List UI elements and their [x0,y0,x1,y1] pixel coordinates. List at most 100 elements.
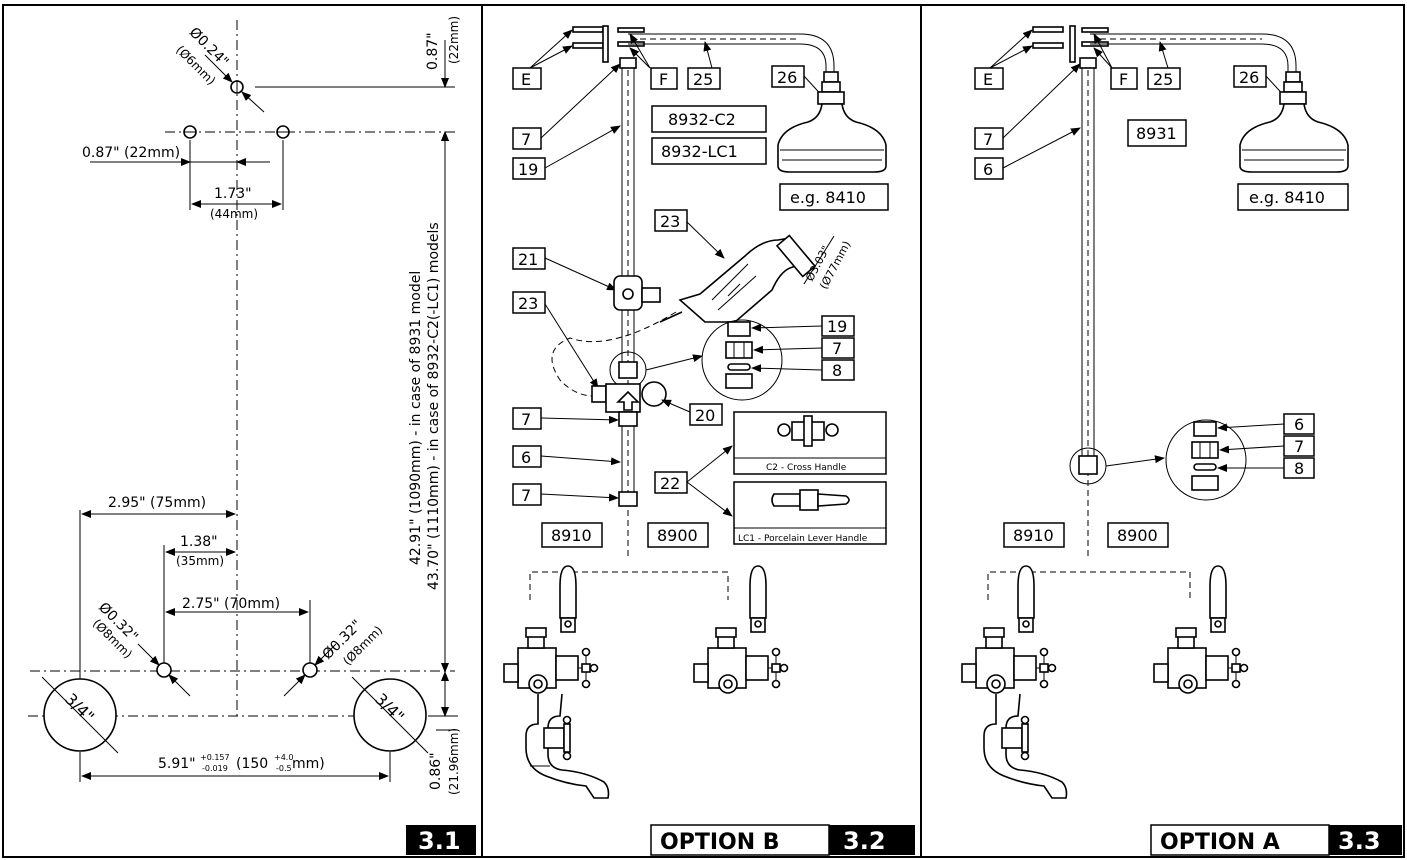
svg-text:8: 8 [832,361,842,380]
valve-8910 [961,565,1068,799]
svg-text:6: 6 [1294,415,1304,434]
svg-text:23: 23 [518,294,538,313]
svg-text:7: 7 [1294,437,1304,456]
wall-screws [1032,25,1109,63]
label-19 [512,157,546,180]
label-6 [974,157,1004,180]
shower-head-example [1237,183,1349,211]
dim-bottom-offset-mm: (21.96mm) [447,728,461,795]
dim-horiz-left: 0.87" (22mm) [82,145,180,161]
hose [551,311,677,397]
badge-option-a [1150,824,1330,856]
label-23-top [654,209,688,232]
svg-text:7: 7 [521,486,531,505]
svg-text:OPTION A: OPTION A [1160,830,1280,855]
valve-label-8910 [541,522,603,548]
diverter-knob [641,381,667,407]
badge-option-b [650,824,830,856]
valve-8900 [693,565,789,694]
svg-text:20: 20 [695,406,715,425]
svg-text:6: 6 [983,160,993,179]
svg-text:19: 19 [518,160,538,179]
panel-3-3: E F 25 26 e.g. 8410 8931 7 6 [961,25,1402,856]
dim-bottom-offset: 0.86" [428,752,444,790]
svg-text:8910: 8910 [551,526,592,545]
detail-circle [1165,419,1247,501]
badge-3-1-text: 3.1 [418,827,461,855]
detail-label-6 [1283,413,1315,435]
shower-head-example [779,183,889,211]
handle-c2-label: C2 - Cross Handle [766,463,847,473]
svg-text:E: E [983,70,993,89]
svg-text:26: 26 [1239,68,1259,87]
dim-half-inner-mm: (35mm) [176,554,224,568]
model-8932-c2 [651,105,767,133]
dim-half-outer: 2.95" (75mm) [108,495,206,511]
svg-text:25: 25 [693,70,713,89]
svg-text:8931: 8931 [1136,124,1177,143]
shower-head [777,103,887,173]
mid-hole-left [156,662,172,678]
panel-3-2: E F 25 26 8932-C2 8932-LC1 e.g. 8410 [503,25,915,856]
mid-hole-right [302,662,318,678]
detail-circle [701,319,783,401]
shower-head [1239,103,1349,173]
svg-text:23: 23 [660,212,680,231]
svg-text:e.g. 8410: e.g. 8410 [790,188,866,207]
svg-text:8932-LC1: 8932-LC1 [661,142,738,161]
label-F [650,67,678,90]
svg-text:3.3: 3.3 [1338,827,1381,855]
svg-text:8932-C2: 8932-C2 [668,110,736,129]
badge-3-2 [829,825,915,855]
svg-text:F: F [659,70,668,89]
dim-bottom-mm-a: (150 [236,756,268,772]
svg-text:26: 26 [777,68,797,87]
svg-text:6: 6 [521,448,531,467]
svg-text:8900: 8900 [1117,526,1158,545]
dim-top-offset: 0.87" [425,32,441,70]
dim-spacing-mid: 2.75" (70mm) [182,596,280,612]
panel-3-1: Ø0.24" (Ø6mm) 0.87" (22mm) 0.87" (22mm) … [28,16,476,855]
svg-text:25: 25 [1153,70,1173,89]
dim-bottom-tol-up: +0.157 [200,753,230,762]
valve-8910 [503,565,610,799]
riser-top-nut [619,57,637,69]
dim-spacing-top: 1.73" [214,186,252,202]
svg-text:e.g. 8410: e.g. 8410 [1249,188,1325,207]
svg-text:7: 7 [983,130,993,149]
badge-3-1 [406,825,476,855]
svg-text:7: 7 [521,410,531,429]
valve-label-8900 [647,522,709,548]
dim-bottom-tol-dn: -0.019 [202,764,228,773]
label-25 [687,67,721,90]
label-23-bottom [512,291,546,314]
detail-label-19 [821,315,855,337]
shower-arm [628,33,835,72]
svg-text:3.2: 3.2 [843,827,886,855]
model-8932-lc1 [651,137,767,165]
svg-text:7: 7 [521,130,531,149]
drawing-frame [2,4,1405,858]
model-8931 [1127,119,1187,147]
dim-vertical-8931: 42.91" (1090mm) - in case of 8931 model [408,271,424,565]
valve-8900 [1153,565,1249,694]
svg-text:8: 8 [1294,459,1304,478]
label-E [512,67,542,90]
dim-vertical-8932: 43.70" (1110mm) - in case of 8932-C2(-LC… [426,222,442,590]
svg-text:19: 19 [827,317,847,336]
label-7 [974,127,1004,150]
dim-bottom-mm-tol-dn: -0.5 [276,764,292,773]
valve-label-8910 [1003,522,1065,548]
svg-text:7: 7 [832,339,842,358]
label-E [974,67,1004,90]
valve-label-8900 [1107,522,1169,548]
svg-text:F: F [1119,70,1128,89]
dim-bottom-spacing: 5.91" [158,756,196,772]
label-25 [1147,67,1181,90]
dim-half-inner: 1.38" [180,534,218,550]
shower-arm [1090,33,1297,72]
svg-text:21: 21 [518,250,538,269]
dim-spacing-top-mm: (44mm) [210,207,258,221]
svg-text:8910: 8910 [1013,526,1054,545]
